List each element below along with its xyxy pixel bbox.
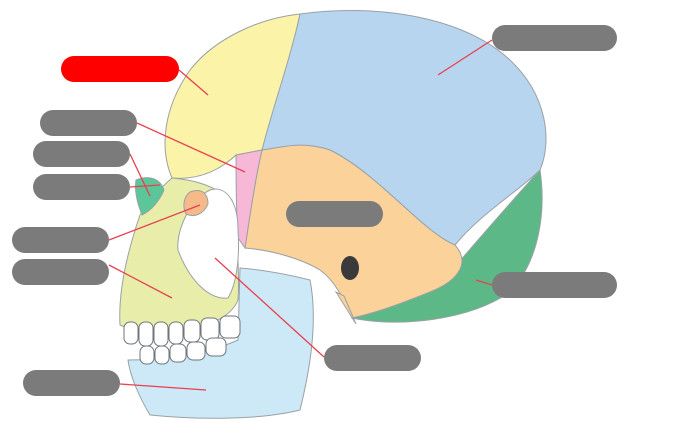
tooth [206,338,226,356]
label-pill-maxilla[interactable] [12,259,109,285]
label-pill-mandible[interactable] [23,370,120,396]
label-pill-nasal[interactable] [33,141,130,167]
tooth [184,320,200,342]
tooth [155,346,169,364]
label-pill-frontal[interactable] [61,56,179,82]
label-pill-ethmoid[interactable] [33,174,130,200]
label-pill-lacrimal[interactable] [12,227,109,253]
label-pill-parietal[interactable] [492,25,617,51]
label-pill-occipital[interactable] [492,272,617,298]
tooth [220,316,240,338]
tooth [169,322,183,344]
tooth [140,346,154,364]
tooth [187,342,205,360]
tooth [201,318,219,340]
ear-canal [341,256,359,280]
label-pill-zygomatic[interactable] [324,345,421,371]
label-pill-temporal[interactable] [286,201,383,227]
tooth [124,322,138,344]
tooth [170,344,186,362]
tooth [154,322,168,346]
label-pill-sphenoid[interactable] [40,110,137,136]
tooth [139,322,153,346]
